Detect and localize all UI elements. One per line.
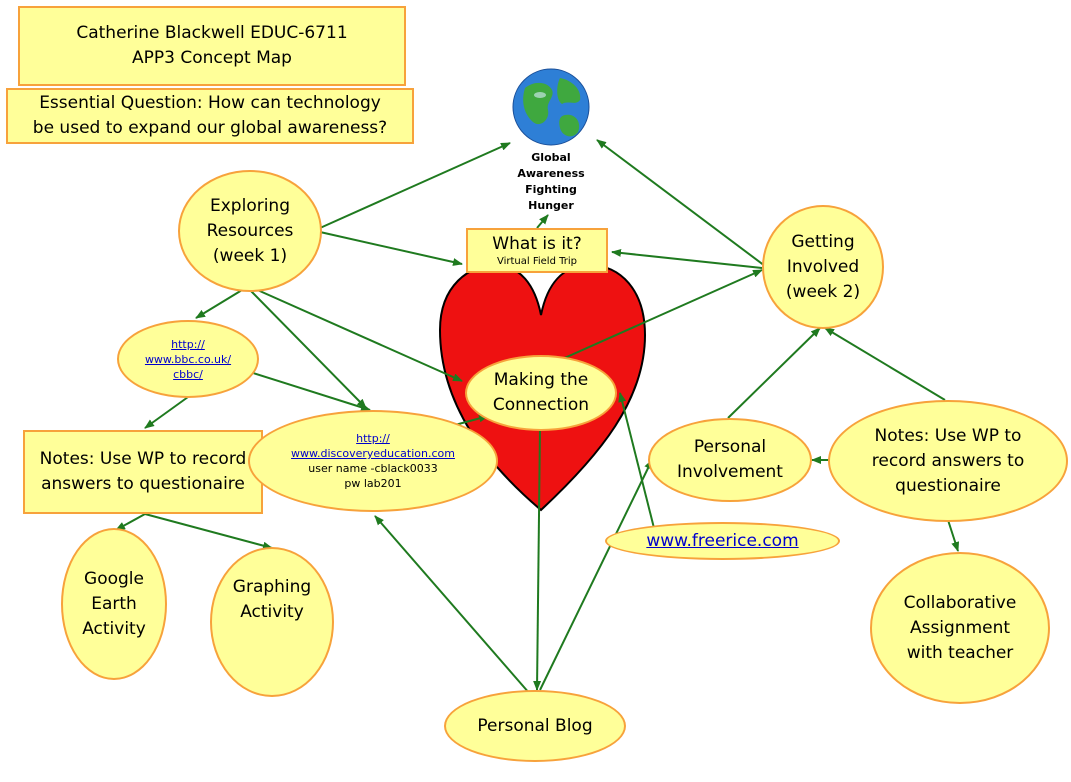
title-line2: APP3 Concept Map [132,48,292,68]
arrow-bbc-notes [144,396,189,429]
arrow-exploring-globe [319,142,511,229]
notes-left-line2: answers to questionaire [41,474,245,494]
collab-line2: Assignment [909,617,1011,638]
discovery-link-line1[interactable]: http:// [356,432,390,445]
bbc-link-line3[interactable]: cbbc/ [173,367,203,381]
getting-involved-node: Getting Involved (week 2) [762,205,884,329]
arrow-bbc-discovery [249,371,371,412]
title-box: Catherine Blackwell EDUC-6711 APP3 Conce… [18,6,406,86]
globe-label-line1: Global [531,151,571,164]
graphing-node: Graphing Activity [210,547,334,697]
arrow-personal-getting [727,327,821,419]
globe-label-line3: Fighting [525,183,577,196]
arrow-exploring-discovery [249,289,367,409]
google-earth-node: Google Earth Activity [61,528,167,680]
arrow-notesright-collab [947,519,960,552]
arrow-getting-globe [596,139,766,267]
essential-question-line1: Essential Question: How can technology [39,93,381,113]
arrow-notesright-getting [824,327,946,401]
arrow-exploring-connection [252,287,463,382]
exploring-line3: (week 1) [212,245,288,266]
arrow-whatisit-globe [536,214,549,229]
personal-line2: Involvement [677,462,783,482]
personal-blog-label: Personal Blog [477,715,593,736]
connection-line1: Making the [493,370,589,390]
notes-left-box: Notes: Use WP to record answers to quest… [23,430,263,514]
what-is-it-subtitle: Virtual Field Trip [497,256,577,267]
discovery-user: user name -cblack0033 [308,462,438,475]
connection-line2: Connection [492,395,590,415]
arrow-connection-blog [533,427,542,691]
notes-right-line1: Notes: Use WP to [874,425,1022,446]
arrow-blog-personal [539,459,653,691]
arrow-exploring-bbc [195,286,248,319]
what-is-it-title: What is it? [492,234,582,254]
notes-left-line1: Notes: Use WP to record [39,449,247,469]
exploring-line2: Resources [206,220,294,241]
bbc-link-node: http:// www.bbc.co.uk/ cbbc/ [117,320,259,398]
what-is-it-box: What is it? Virtual Field Trip [466,228,608,273]
arrow-personal-connection [618,392,658,541]
graphing-line2: Activity [240,602,304,622]
bbc-link-line1[interactable]: http:// [171,337,205,351]
arrow-exploring-whatisit [319,231,463,266]
notes-right-line2: record answers to [871,450,1025,471]
essential-question-line2: be used to expand our global awareness? [32,118,388,138]
title-line1: Catherine Blackwell EDUC-6711 [76,23,348,43]
collab-line1: Collaborative [903,592,1017,613]
getting-line3: (week 2) [785,281,861,302]
discovery-link-line2[interactable]: www.discoveryeducation.com [291,447,455,460]
google-line3: Activity [82,618,146,639]
notes-right-line3: questionaire [895,475,1001,496]
exploring-resources-node: Exploring Resources (week 1) [178,170,322,292]
personal-line1: Personal [693,437,767,457]
graphing-line1: Graphing [232,577,312,597]
arrow-getting-whatisit [611,248,763,269]
globe-label-line4: Hunger [528,199,574,212]
arrow-notes-graphing [144,513,273,550]
essential-question-box: Essential Question: How can technology b… [6,88,414,144]
exploring-line1: Exploring [210,195,290,216]
arrow-blog-discovery [374,515,531,695]
google-line2: Earth [91,593,137,614]
discovery-pw: pw lab201 [344,477,402,490]
arrow-connection-getting [559,269,763,361]
collab-line3: with teacher [906,642,1014,663]
google-line1: Google [84,568,144,589]
notes-right-node: Notes: Use WP to record answers to quest… [828,400,1068,522]
personal-blog-node: Personal Blog [444,690,626,762]
globe-label-line2: Awareness [517,167,585,180]
getting-line2: Involved [786,256,860,277]
making-connection-node: Making the Connection [465,355,617,431]
globe-label: Global Awareness Fighting Hunger [506,150,596,214]
collaborative-node: Collaborative Assignment with teacher [870,552,1050,704]
arrow-notes-google [115,513,146,531]
freerice-node: www.freerice.com [605,522,840,560]
freerice-link[interactable]: www.freerice.com [646,530,799,551]
bbc-link-line2[interactable]: www.bbc.co.uk/ [144,352,232,366]
getting-line1: Getting [791,231,855,252]
discovery-node: http:// www.discoveryeducation.com user … [248,410,498,512]
personal-involvement-node: Personal Involvement [648,418,812,502]
